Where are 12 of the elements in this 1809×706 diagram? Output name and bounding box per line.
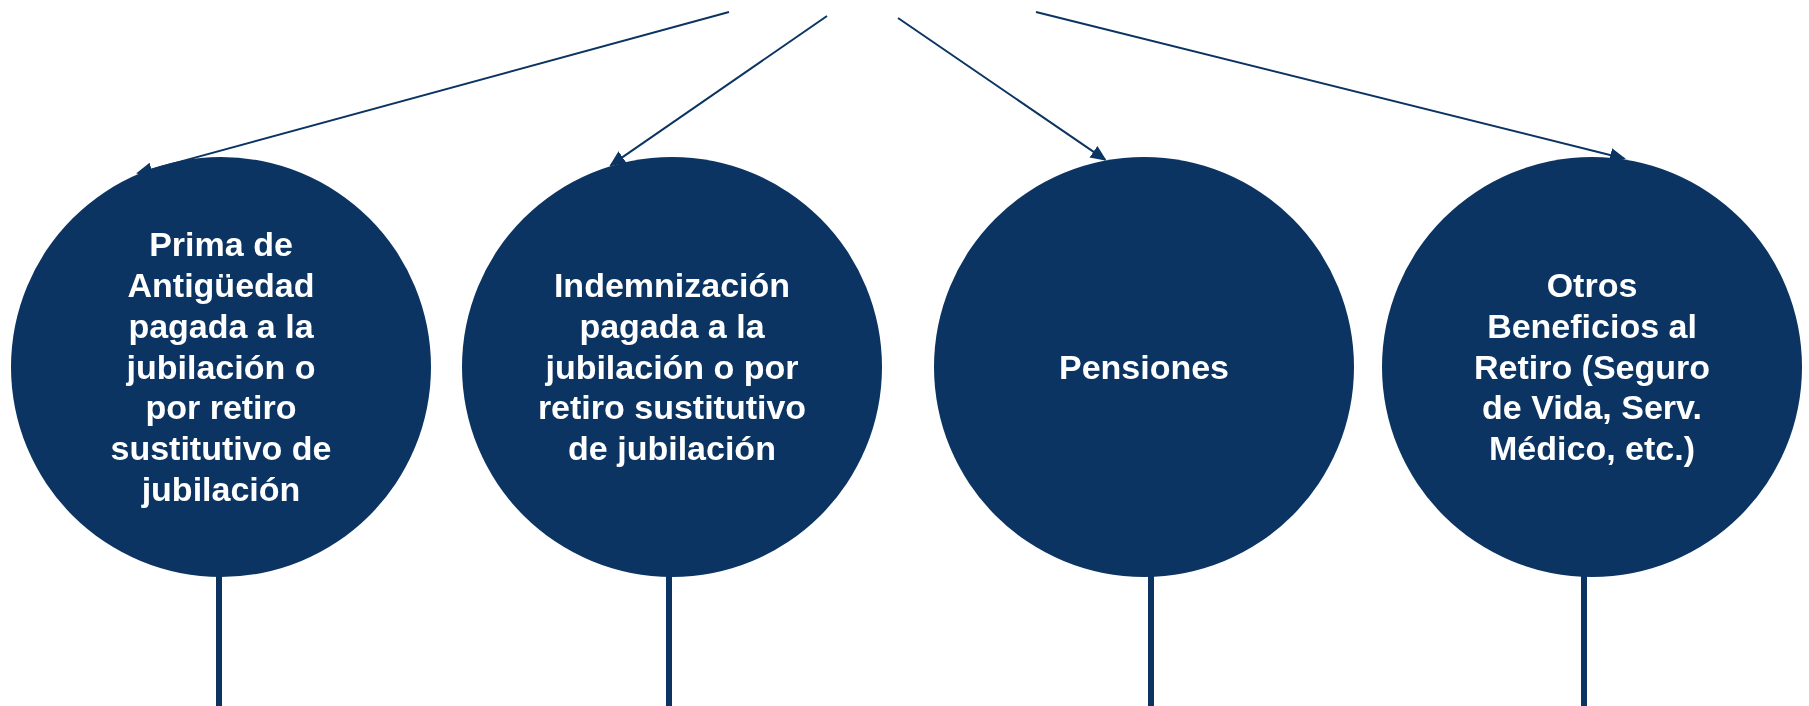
connector-line xyxy=(666,576,672,706)
node-label: Pensiones xyxy=(1057,346,1231,388)
connector-line xyxy=(1581,575,1587,706)
arrow xyxy=(609,15,828,167)
arrow xyxy=(1035,11,1626,162)
node-label: Otros Beneficios al Retiro (Seguro de Vida, Serv. Médico, etc.) xyxy=(1472,265,1712,469)
arrow xyxy=(897,17,1107,161)
connector-line xyxy=(1148,575,1154,706)
arrow xyxy=(136,11,730,177)
node-label: Indemnización pagada a la jubilación o por retiro sustitutivo de jubilación xyxy=(536,265,808,469)
connector-line xyxy=(216,576,222,706)
node-label: Prima de Antigüedad pagada a la jubilación o por retiro sustitutivo de jubilación xyxy=(109,224,333,510)
